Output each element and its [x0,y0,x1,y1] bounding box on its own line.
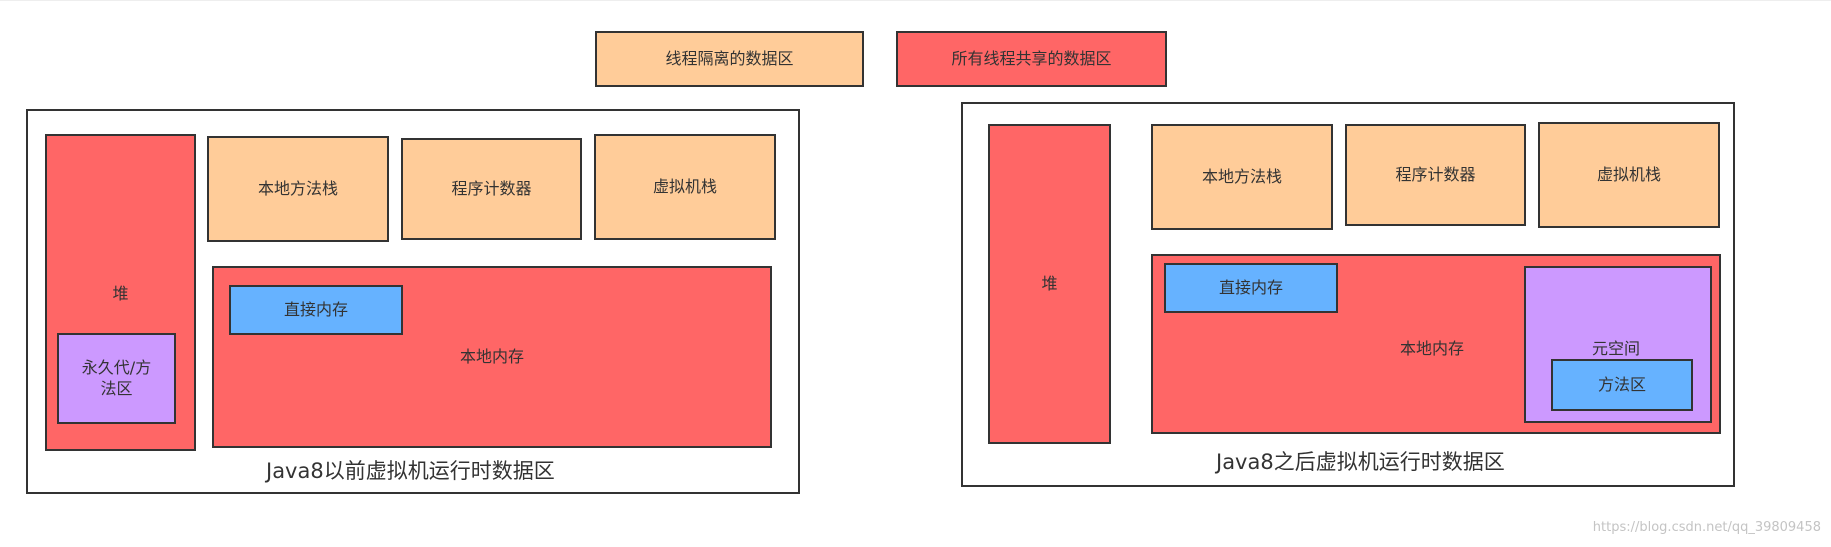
legend-thread-shared-label: 所有线程共享的数据区 [951,48,1112,68]
before-vm-stack-label: 虚拟机栈 [652,176,717,196]
after-metaspace-label: 元空间 [1592,339,1641,358]
after-program-counter: 程序计数器 [1345,124,1526,226]
before-caption: Java8以前虚拟机运行时数据区 [266,459,555,483]
before-permgen-label: 永久代/方 法区 [81,357,152,398]
after-heap-label: 堆 [1041,273,1058,293]
before-permgen-method-area: 永久代/方 法区 [57,333,176,424]
watermark-url: https://blog.csdn.net/qq_39809458 [1592,520,1821,535]
before-direct-memory: 直接内存 [229,285,403,335]
after-native-method-stack: 本地方法栈 [1151,124,1333,230]
after-method-area-label: 方法区 [1597,374,1646,394]
after-native-stack-label: 本地方法栈 [1201,166,1282,186]
after-native-memory-label: 本地内存 [1400,339,1465,358]
before-pc-label: 程序计数器 [451,178,532,198]
legend-thread-private: 线程隔离的数据区 [595,31,864,87]
legend-thread-private-label: 线程隔离的数据区 [665,48,794,68]
before-native-memory: 本地内存 [212,266,772,448]
after-caption: Java8之后虚拟机运行时数据区 [1216,450,1505,474]
before-native-memory-label: 本地内存 [459,346,524,366]
after-direct-memory-label: 直接内存 [1218,277,1283,297]
after-heap: 堆 [988,124,1111,444]
before-direct-memory-label: 直接内存 [283,299,348,319]
before-native-stack-label: 本地方法栈 [257,178,338,198]
after-direct-memory: 直接内存 [1164,263,1338,313]
legend-thread-shared: 所有线程共享的数据区 [896,31,1167,87]
top-divider [0,0,1831,1]
before-vm-stack: 虚拟机栈 [594,134,776,240]
before-heap-label: 堆 [112,284,129,303]
before-native-method-stack: 本地方法栈 [207,136,389,242]
after-vm-stack: 虚拟机栈 [1538,122,1720,228]
after-pc-label: 程序计数器 [1395,164,1476,184]
after-vm-stack-label: 虚拟机栈 [1596,164,1661,184]
before-program-counter: 程序计数器 [401,138,582,240]
after-method-area: 方法区 [1551,359,1693,411]
